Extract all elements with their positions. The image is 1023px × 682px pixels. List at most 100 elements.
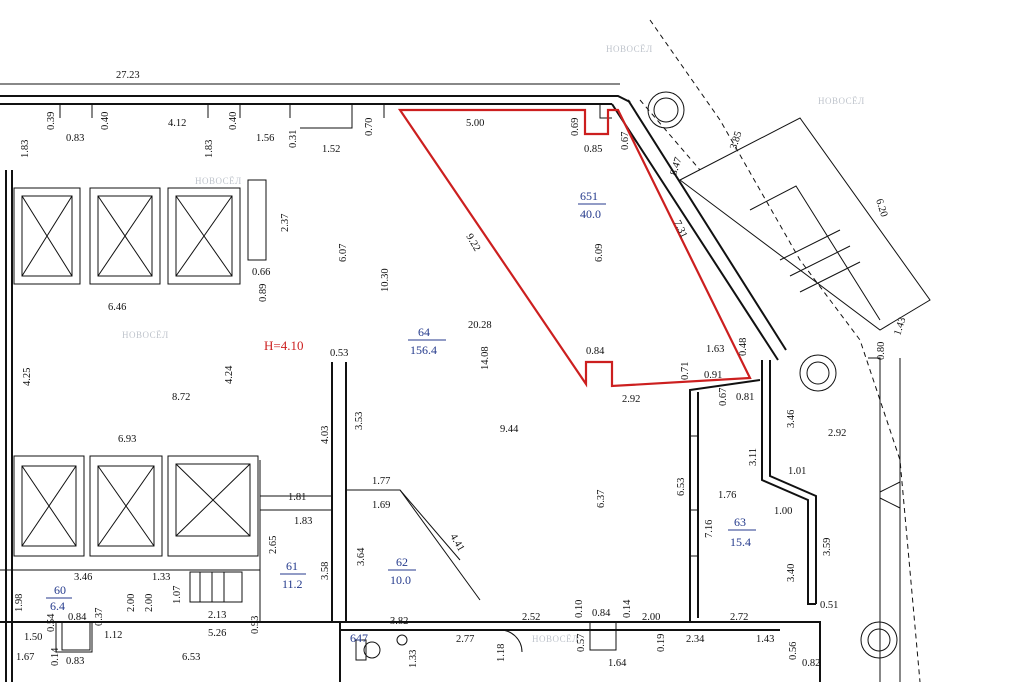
dimension-label: 3.46 bbox=[74, 572, 92, 583]
dimension-label: 1.43 bbox=[892, 316, 908, 337]
dimension-label: 9.22 bbox=[463, 232, 482, 253]
dimension-label: 6.09 bbox=[594, 244, 605, 262]
dimension-label: 2.92 bbox=[828, 428, 846, 439]
dimension-label: 8.72 bbox=[172, 392, 190, 403]
room-area: 10.0 bbox=[390, 573, 411, 587]
dimension-label: 1.07 bbox=[172, 586, 183, 604]
dimension-label: 0.54 bbox=[46, 613, 57, 632]
dimension-label: 0.14 bbox=[622, 599, 633, 618]
dimension-label: 0.19 bbox=[656, 634, 667, 652]
dimension-label: 0.83 bbox=[66, 656, 84, 667]
dimension-label: 2.00 bbox=[642, 612, 660, 623]
dimension-label: 1.76 bbox=[718, 490, 736, 501]
dimension-label: 0.56 bbox=[788, 642, 799, 660]
dimension-label: 0.57 bbox=[576, 634, 587, 652]
dimension-label: 0.91 bbox=[704, 370, 722, 381]
dimension-label: 0.48 bbox=[738, 338, 749, 356]
dimension-label: 0.37 bbox=[94, 608, 105, 626]
dimension-label: 0.82 bbox=[802, 658, 820, 669]
dimension-label: 2.00 bbox=[126, 594, 137, 612]
dimension-label: 20.28 bbox=[468, 320, 492, 331]
door-swing-icon bbox=[499, 629, 523, 653]
dimension-label: 1.83 bbox=[20, 140, 31, 158]
dimension-label: 1.52 bbox=[322, 144, 340, 155]
dimension-label: 3.46 bbox=[786, 410, 797, 428]
dimension-label: 6.53 bbox=[676, 478, 687, 496]
dimension-label: 0.71 bbox=[680, 362, 691, 380]
dimension-label: 0.67 bbox=[718, 388, 729, 406]
dimension-label: 1.43 bbox=[756, 634, 774, 645]
dimension-label: 2.72 bbox=[730, 612, 748, 623]
dimension-label: 0.69 bbox=[570, 118, 581, 136]
room-labels: 651 40.0 64 156.4 63 15.4 62 10.0 61 11.… bbox=[46, 189, 756, 645]
dimension-label: 8.47 bbox=[668, 156, 684, 177]
partitions bbox=[55, 362, 698, 653]
dimension-label: 6.93 bbox=[118, 434, 136, 445]
dimension-label: 7.31 bbox=[671, 219, 689, 240]
dimension-label: 1.12 bbox=[104, 630, 122, 641]
dimension-label: 1.00 bbox=[774, 506, 792, 517]
dimension-label: 1.64 bbox=[608, 658, 627, 669]
dimension-label: 2.13 bbox=[208, 610, 226, 621]
room-number: 64 bbox=[418, 325, 430, 339]
dimension-label: 4.03 bbox=[320, 426, 331, 444]
dimension-label: 0.40 bbox=[100, 112, 111, 130]
dimension-label: 0.84 bbox=[586, 346, 605, 357]
dimension-label: 4.24 bbox=[224, 365, 235, 384]
dimension-label: 2.92 bbox=[622, 394, 640, 405]
room-area: 40.0 bbox=[580, 207, 601, 221]
dimension-label: 0.10 bbox=[574, 600, 585, 618]
dimension-label: 4.25 bbox=[22, 368, 33, 386]
room-number: 651 bbox=[580, 189, 598, 203]
dimension-label: 6.37 bbox=[596, 490, 607, 508]
elevator-shaft-icon bbox=[13, 179, 267, 603]
dimension-label: 0.80 bbox=[876, 342, 887, 360]
room-number: 60 bbox=[54, 583, 66, 597]
dimension-label: 1.69 bbox=[372, 500, 390, 511]
dimension-label: 3.64 bbox=[356, 547, 367, 566]
svg-text:НОВОСЁЛ: НОВОСЁЛ bbox=[195, 176, 242, 186]
dimension-label: 0.40 bbox=[228, 112, 239, 130]
ceiling-height-label: H=4.10 bbox=[264, 338, 303, 353]
dimension-label: 3.40 bbox=[786, 564, 797, 582]
dimension-label: 2.00 bbox=[144, 594, 155, 612]
room-area: 156.4 bbox=[410, 343, 437, 357]
dimension-label: 0.51 bbox=[820, 600, 838, 611]
dimension-label: 2.34 bbox=[686, 634, 705, 645]
room-number: 61 bbox=[286, 559, 298, 573]
dimension-label: 1.50 bbox=[24, 632, 42, 643]
dimension-label: 2.37 bbox=[280, 214, 291, 232]
svg-text:НОВОСЁЛ: НОВОСЁЛ bbox=[532, 634, 579, 644]
dimension-label: 0.85 bbox=[584, 144, 602, 155]
dimension-label: 2.77 bbox=[456, 634, 474, 645]
dimension-label: 1.63 bbox=[706, 344, 724, 355]
dimension-label: 1.33 bbox=[152, 572, 170, 583]
dimension-label: 1.01 bbox=[788, 466, 806, 477]
svg-text:НОВОСЁЛ: НОВОСЁЛ bbox=[122, 330, 169, 340]
dimension-label: 0.84 bbox=[68, 612, 87, 623]
dimension-label: 1.18 bbox=[496, 644, 507, 662]
dimension-label: 0.81 bbox=[736, 392, 754, 403]
unit-651-outline bbox=[397, 108, 752, 388]
dimension-label: 6.53 bbox=[182, 652, 200, 663]
dimension-label: 3.58 bbox=[320, 562, 331, 580]
dimension-label: 27.23 bbox=[116, 70, 140, 81]
dimension-label: 0.84 bbox=[592, 608, 611, 619]
room-number: 647 bbox=[350, 631, 368, 645]
dimension-label: 1.67 bbox=[16, 652, 34, 663]
dimension-label: 0.67 bbox=[620, 132, 631, 150]
dimension-label: 3.11 bbox=[748, 448, 759, 466]
dimension-label: 0.83 bbox=[66, 133, 84, 144]
dimension-label: 0.93 bbox=[250, 616, 261, 634]
dimension-label: 1.77 bbox=[372, 476, 390, 487]
dimension-label: 2.52 bbox=[522, 612, 540, 623]
dimension-label: 10.30 bbox=[380, 268, 391, 292]
dimension-label: 0.89 bbox=[258, 284, 269, 302]
dimension-label: 3.85 bbox=[728, 130, 744, 151]
room-area: 6.4 bbox=[50, 599, 65, 613]
dimension-label: 4.41 bbox=[447, 532, 466, 553]
dimension-label: 3.59 bbox=[822, 538, 833, 556]
dimension-label: 0.70 bbox=[364, 118, 375, 136]
dimension-label: 0.53 bbox=[330, 348, 348, 359]
